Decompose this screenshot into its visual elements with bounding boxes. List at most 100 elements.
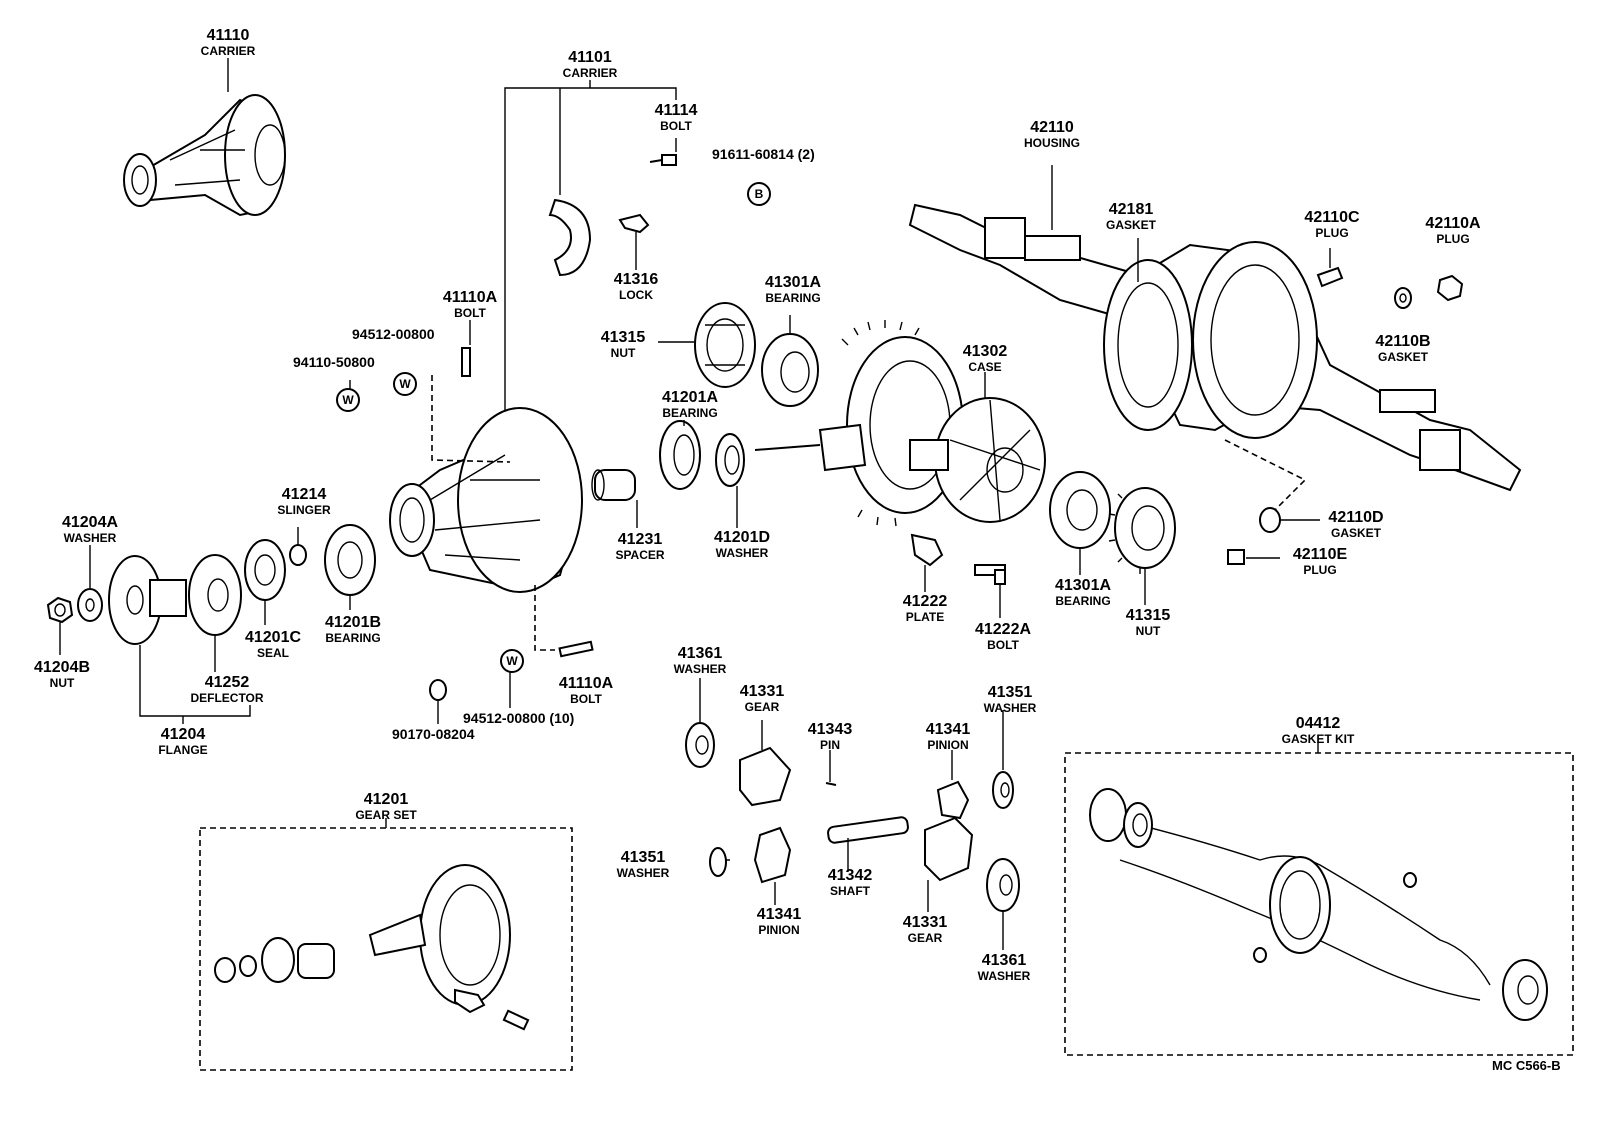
marker-w: W — [500, 649, 524, 673]
axle-housing-drawing — [908, 165, 1522, 516]
label-94110: 94110-50800 — [293, 354, 375, 370]
part-number: 41214 — [281, 486, 327, 503]
label-41101: 41101 CARRIER — [562, 49, 618, 80]
part-name: BEARING — [765, 291, 821, 305]
label-41110: 41110 CARRIER — [201, 28, 256, 58]
label-41316: 41316 LOCK — [613, 271, 659, 302]
part-name: GEAR SET — [355, 808, 417, 822]
part-number: 41114 — [654, 102, 698, 119]
label-41301A-top: 41301A BEARING — [764, 274, 822, 305]
housing-plugs-drawing — [1227, 248, 1464, 565]
part-name: NUT — [49, 676, 75, 690]
label-41302: 41302 CASE — [962, 343, 1008, 374]
part-name: WASHER — [673, 662, 727, 676]
label-42110: 42110 HOUSING — [1024, 119, 1080, 150]
part-number: 41316 — [613, 271, 659, 288]
part-number: 41201B — [324, 614, 382, 631]
label-41201A: 41201A BEARING — [661, 389, 719, 420]
part-name: CARRIER — [562, 66, 618, 80]
part-number: 41204A — [61, 514, 119, 531]
label-41341-bottom: 41341 PINION — [756, 906, 802, 937]
carrier-41101-drawing — [389, 80, 677, 651]
part-name: WASHER — [63, 531, 117, 545]
label-41315-bottom: 41315 NUT — [1126, 608, 1171, 638]
part-name: BOLT — [570, 692, 602, 706]
label-42110D: 42110D GASKET — [1328, 510, 1383, 540]
part-name: BEARING — [325, 631, 381, 645]
part-name: PLUG — [1436, 232, 1470, 246]
part-number: 42110C — [1304, 209, 1360, 226]
part-number: 41252 — [204, 674, 250, 691]
part-name: SLINGER — [277, 503, 331, 517]
pinion-bearing-stack-drawing — [591, 302, 819, 528]
label-41231: 41231 SPACER — [615, 532, 664, 562]
differential-gears-drawing — [685, 678, 1020, 950]
part-name: GEAR — [744, 700, 780, 714]
part-name: WASHER — [977, 969, 1031, 983]
carrier-41110-drawing — [123, 58, 286, 217]
bolt-41110A-bottom-drawing — [429, 640, 594, 724]
part-name: CASE — [968, 360, 1002, 374]
part-number: 41222 — [902, 593, 948, 610]
label-41201: 41201 GEAR SET — [355, 792, 417, 822]
part-name: WASHER — [983, 701, 1037, 715]
label-04412: 04412 GASKET KIT — [1282, 715, 1355, 746]
part-number: 41301A — [1054, 577, 1112, 594]
part-number: 41343 — [807, 721, 853, 738]
part-number: 41201A — [661, 389, 719, 406]
part-number: 42181 — [1108, 201, 1154, 218]
part-name: WASHER — [616, 866, 670, 880]
label-41201B: 41201B BEARING — [324, 614, 382, 645]
part-name: FLANGE — [158, 743, 208, 757]
part-name: WASHER — [715, 546, 769, 560]
part-number: 41110A — [442, 289, 498, 306]
part-number: 42110E — [1292, 546, 1348, 563]
part-number: 41201D — [713, 529, 771, 546]
part-number: 42110 — [1030, 119, 1074, 136]
part-number: 41301A — [764, 274, 822, 291]
part-number: 41341 — [925, 721, 971, 738]
part-name: GASKET — [1377, 350, 1429, 364]
label-41301A-bottom: 41301A BEARING — [1054, 577, 1112, 608]
label-41351-bottom: 41351 WASHER — [616, 849, 670, 880]
flange-stack-drawing — [46, 524, 376, 724]
part-name: PINION — [927, 738, 969, 752]
label-41252: 41252 DEFLECTOR — [190, 674, 264, 705]
label-41222A: 41222A BOLT — [974, 621, 1032, 652]
part-number: 41222A — [974, 621, 1032, 638]
part-number: 41341 — [756, 906, 802, 923]
bolt-41114-drawing — [649, 138, 677, 166]
marker-w: W — [393, 372, 417, 396]
label-41331-bottom: 41331 GEAR — [902, 914, 948, 945]
part-name: NUT — [1135, 624, 1161, 638]
label-41114: 41114 BOLT — [654, 102, 698, 133]
label-41361-top: 41361 WASHER — [673, 646, 727, 676]
lock-41316-drawing — [618, 213, 650, 270]
gear-set-box-drawing — [199, 818, 573, 1071]
label-42110B: 42110B GASKET — [1375, 333, 1431, 364]
part-number: 41110A — [558, 675, 614, 692]
part-name: SHAFT — [830, 884, 870, 898]
label-41204A: 41204A WASHER — [61, 514, 119, 545]
part-name: DEFLECTOR — [190, 691, 264, 705]
label-41351-top: 41351 WASHER — [983, 685, 1037, 715]
part-number: 41331 — [902, 914, 948, 931]
part-number: 04412 — [1295, 715, 1341, 732]
part-name: GASKET — [1330, 526, 1382, 540]
part-number: 42110B — [1375, 333, 1431, 350]
part-name: LOCK — [619, 288, 653, 302]
part-number: 41315 — [600, 329, 646, 346]
label-41343: 41343 PIN — [807, 721, 853, 752]
part-name: PLUG — [1315, 226, 1349, 240]
plate-41222-drawing — [910, 533, 1006, 618]
part-number: 41302 — [962, 343, 1008, 360]
label-41342: 41342 SHAFT — [827, 867, 873, 898]
part-name: PLUG — [1303, 563, 1337, 577]
part-number: 41101 — [568, 49, 612, 66]
label-41204: 41204 FLANGE — [158, 727, 208, 757]
label-42110A: 42110A PLUG — [1425, 216, 1480, 246]
part-number: 41204B — [33, 659, 91, 676]
part-number: 41351 — [620, 849, 666, 866]
part-number: 41342 — [827, 867, 873, 884]
part-number: 41201C — [244, 629, 302, 646]
